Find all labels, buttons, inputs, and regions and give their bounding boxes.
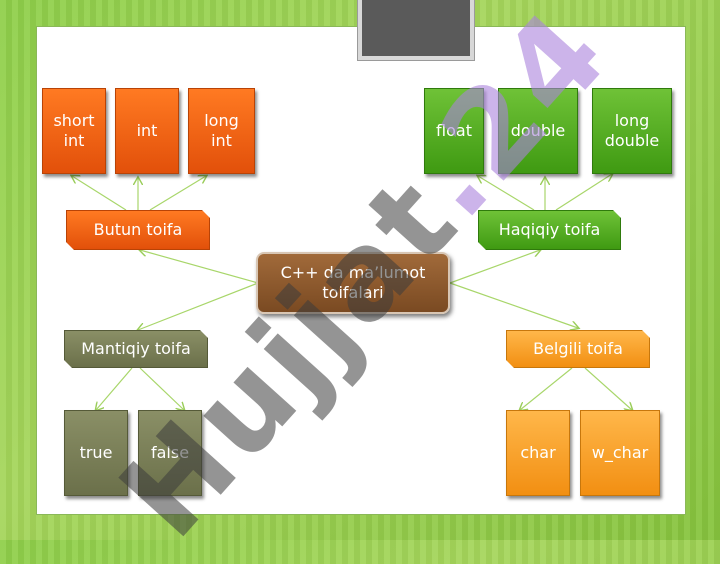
- connector-integer-short: [72, 176, 127, 211]
- node-long-double: long double: [592, 88, 672, 174]
- node-w-char: w_char: [580, 410, 660, 496]
- node-true: true: [64, 410, 128, 496]
- connector-center-logical: [138, 282, 259, 330]
- connector-center-symbol: [449, 282, 578, 328]
- node-float: float: [424, 88, 484, 174]
- connector-logical-false: [139, 367, 184, 410]
- node-char: char: [506, 410, 570, 496]
- connector-symbol-char: [520, 367, 573, 410]
- connector-real-float: [478, 176, 535, 211]
- node-center-cpp-data-types: C++ da ma’lumot toifalari: [256, 252, 450, 314]
- connector-real-long-double: [555, 174, 612, 211]
- title-placeholder-box: [358, 0, 474, 60]
- connector-center-real: [449, 250, 540, 284]
- connector-lines: [0, 0, 720, 540]
- node-long-int: long int: [188, 88, 255, 174]
- node-mantiqiy-toifa: Mantiqiy toifa: [64, 330, 208, 368]
- connector-logical-true: [96, 367, 133, 410]
- connector-integer-long: [149, 176, 206, 211]
- node-short-int: short int: [42, 88, 106, 174]
- node-butun-toifa: Butun toifa: [66, 210, 210, 250]
- node-int: int: [115, 88, 179, 174]
- connector-symbol-wchar: [584, 367, 632, 410]
- node-belgili-toifa: Belgili toifa: [506, 330, 650, 368]
- node-double: double: [498, 88, 578, 174]
- node-haqiqiy-toifa: Haqiqiy toifa: [478, 210, 621, 250]
- connector-center-integer: [140, 250, 259, 284]
- node-false: false: [138, 410, 202, 496]
